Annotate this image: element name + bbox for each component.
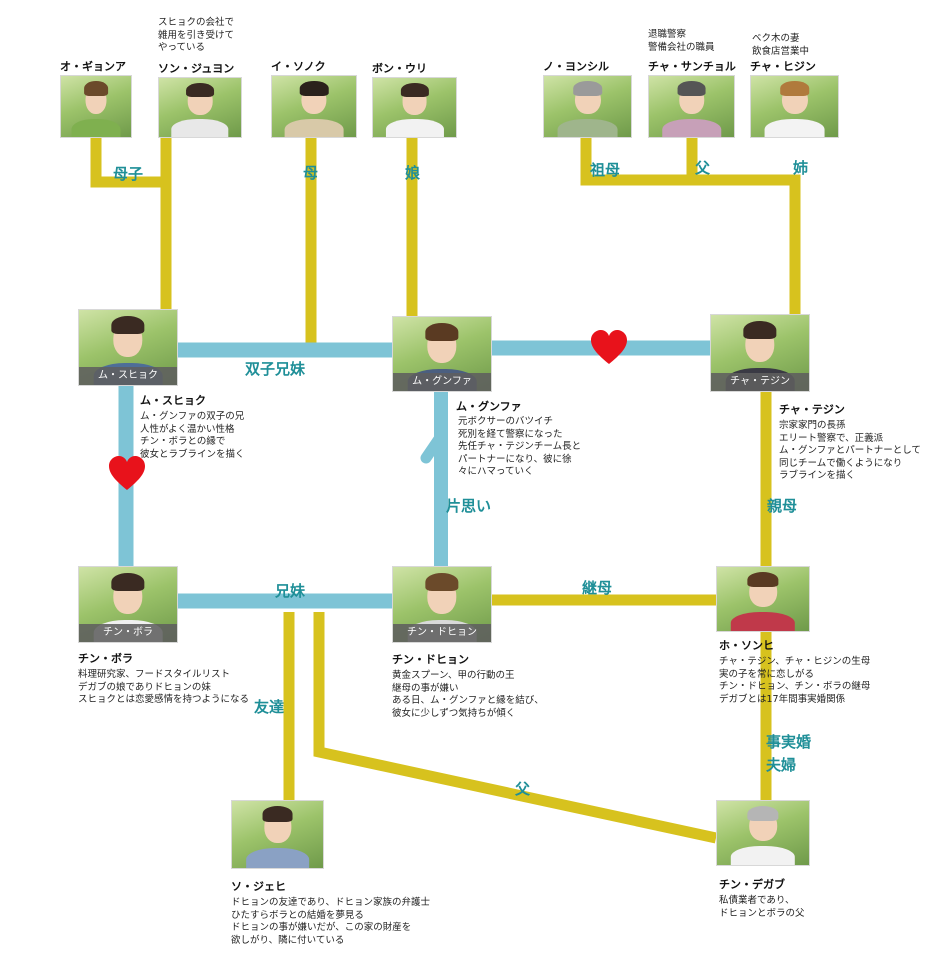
- note-so-jaehi: ドヒョンの友達であり、ドヒョン家族の弁護士 ひたすらボラとの結婚を夢見る ドヒョ…: [231, 897, 431, 946]
- photo-no-yongsil: [543, 75, 632, 138]
- note-cha-hejin: ベク木の妻 飲食店営業中: [752, 33, 810, 57]
- note-mu-gunhwa: 元ボクサーのバツイチ 死別を経て警察になった 先任チャ・テジンチーム長と パート…: [458, 416, 582, 477]
- name-no-yongsil: ノ・ヨンシル: [543, 60, 609, 73]
- rel-label-chichi2: 父: [515, 780, 531, 798]
- note-jin-bora: 料理研究家、フードスタイルリスト デガブの娘でありドヒョンの妹 スヒョクとは恋愛…: [78, 669, 250, 705]
- rel-label-ane: 姉: [793, 159, 809, 177]
- photo-jin-bora: チン・ボラ: [78, 566, 178, 643]
- note-mu-suhyeok: ム・グンファの双子の兄 人性がよく温かい性格 チン・ボラとの縁で 彼女とラブライ…: [140, 411, 245, 460]
- arrowhead-crush: [420, 430, 447, 464]
- plate-mu-suhyeok: ム・スヒョク: [79, 367, 177, 385]
- note-cha-taejin: 宗家家門の長孫 エリート警察で、正義派 ム・グンファとパートナーとして 同じチー…: [779, 420, 921, 481]
- photo-cha-sangcheol: [648, 75, 735, 138]
- name-jin-bora: チン・ボラ: [78, 652, 133, 665]
- note-jin-degab: 私債業者であり、 ドヒョンとボラの父: [719, 895, 805, 919]
- photo-bon-uri: [372, 77, 457, 138]
- rel-label-futago: 双子兄妹: [245, 360, 306, 378]
- plate-jin-bora: チン・ボラ: [79, 624, 177, 642]
- name-oh-gyeonga: オ・ギョンア: [60, 60, 126, 73]
- name-bon-uri: ボン・ウリ: [372, 62, 427, 75]
- name-jin-degab: チン・デガブ: [719, 878, 785, 891]
- name-cha-hejin: チャ・ヒジン: [750, 60, 816, 73]
- heart-icon: [109, 456, 145, 490]
- name-cha-taejin: チャ・テジン: [779, 403, 845, 416]
- photo-oh-gyeonga: [60, 75, 132, 138]
- note-cha-sangcheol: 退職警察 警備会社の職員: [648, 29, 715, 53]
- plate-mu-gunhwa: ム・グンファ: [393, 373, 491, 391]
- name-ho-sonhi: ホ・ソンヒ: [719, 639, 774, 652]
- note-ho-sonhi: チャ・テジン、チャ・ヒジンの生母 実の子を常に恋しがる チン・ドヒョン、チン・ボ…: [719, 656, 871, 705]
- rel-label-chichi: 父: [695, 159, 711, 177]
- rel-label-shinbo: 親母: [767, 497, 798, 515]
- line-father: [313, 612, 718, 844]
- line-oh-to-son: [90, 138, 172, 188]
- photo-lee-sonok: [271, 75, 357, 138]
- photo-jin-dohyeon: チン・ドヒョン: [392, 566, 492, 643]
- rel-label-sobo: 祖母: [590, 161, 621, 179]
- name-lee-sonok: イ・ソノク: [271, 60, 326, 73]
- plate-jin-dohyeon: チン・ドヒョン: [393, 624, 491, 642]
- name-cha-sangcheol: チャ・サンチョル: [648, 60, 736, 73]
- note-son-jungyeon: スヒョクの会社で 雑用を引き受けて やっている: [158, 17, 235, 53]
- photo-cha-taejin: チャ・テジン: [710, 314, 810, 392]
- photo-ho-sonhi: [716, 566, 810, 632]
- name-mu-gunhwa: ム・グンファ: [456, 400, 522, 413]
- rel-label-boshi: 母子: [113, 165, 144, 183]
- name-son-jungyeon: ソン・ジュヨン: [158, 62, 235, 75]
- rel-label-musume: 娘: [405, 164, 421, 182]
- note-jin-dohyeon: 黄金スプーン、甲の行動の王 継母の事が嫌い ある日、ム・グンファと縁を結び、 彼…: [392, 670, 544, 719]
- rel-label-kataomoi: 片思い: [446, 497, 492, 515]
- photo-so-jaehi: [231, 800, 324, 869]
- photo-son-jungyeon: [158, 77, 242, 138]
- name-jin-dohyeon: チン・ドヒョン: [392, 653, 469, 666]
- rel-label-kyoudai: 兄妹: [275, 582, 306, 600]
- photo-cha-hejin: [750, 75, 839, 138]
- heart-icon: [591, 330, 627, 364]
- photo-mu-suhyeok: ム・スヒョク: [78, 309, 178, 386]
- rel-label-jijitsukon: 事実婚 夫婦: [766, 733, 812, 774]
- rel-label-keibo: 継母: [582, 579, 613, 597]
- name-so-jaehi: ソ・ジェヒ: [231, 880, 286, 893]
- plate-cha-taejin: チャ・テジン: [711, 373, 809, 391]
- rel-label-tomodachi: 友達: [254, 698, 285, 716]
- name-mu-suhyeok: ム・スヒョク: [140, 394, 206, 407]
- rel-label-haha: 母: [303, 164, 319, 182]
- photo-mu-gunhwa: ム・グンファ: [392, 316, 492, 392]
- photo-jin-degab: [716, 800, 810, 866]
